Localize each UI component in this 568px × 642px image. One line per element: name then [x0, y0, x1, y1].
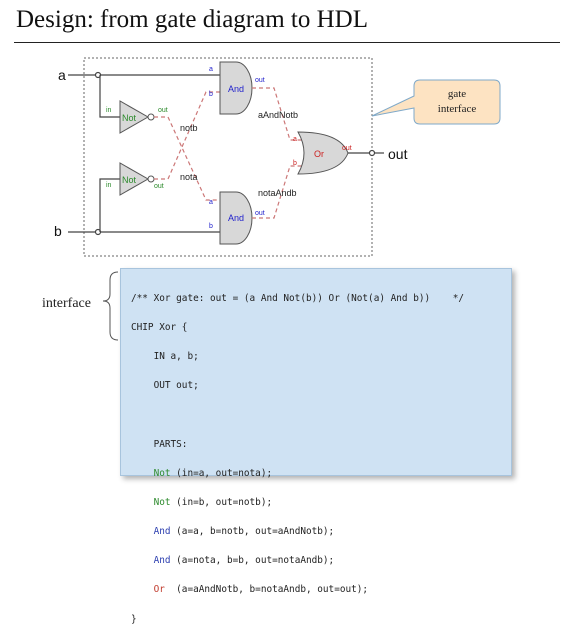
and-gate-top: [219, 61, 253, 115]
and-bottom-pin-out: out: [255, 210, 265, 217]
part-2-keyword: Not: [153, 496, 171, 508]
and-top-pin-out: out: [255, 77, 265, 84]
part-3-args: (a=a, b=notb, out=aAndNotb);: [170, 526, 335, 538]
diagram-frame: [83, 57, 373, 257]
code-out-line: OUT out;: [131, 380, 199, 392]
code-comment: /** Xor gate: out = (a And Not(b)) Or (N…: [131, 292, 465, 304]
part-3-keyword: And: [153, 526, 171, 538]
or-pin-a: a: [293, 136, 297, 143]
wire-nota: [154, 91, 220, 180]
not-gate-top: [119, 100, 150, 134]
wire-aAndNotb: [252, 87, 302, 141]
code-part-2: Not (in=b, out=notb);: [131, 496, 511, 511]
or-gate: [297, 131, 349, 175]
and-top-pin-b: b: [209, 91, 213, 98]
title-underline: [14, 42, 560, 43]
callout-line-1: gate: [448, 88, 466, 100]
wire-aAndNotb-label: aAndNotb: [258, 110, 298, 120]
or-pin-b: b: [293, 160, 297, 167]
and-gate-bottom: [219, 191, 253, 245]
code-part-4: And (a=nota, b=b, out=notaAndb);: [131, 554, 511, 569]
part-4-args: (a=nota, b=b, out=notaAndb);: [170, 555, 335, 567]
and-bottom-pin-a: a: [209, 199, 213, 206]
not-bottom-in-pin: in: [106, 182, 112, 189]
wire-nota-label: nota: [180, 172, 198, 182]
code-close-line: }: [131, 613, 137, 625]
page-title: Design: from gate diagram to HDL: [16, 6, 368, 33]
output-label: out: [388, 146, 408, 162]
code-in-line: IN a, b;: [131, 350, 199, 362]
wire-notb: [154, 116, 220, 201]
not-top-label: Not: [122, 113, 137, 123]
not-top-in-pin: in: [106, 107, 112, 114]
part-4-keyword: And: [153, 555, 171, 567]
and-top-pin-a: a: [209, 66, 213, 73]
part-1-args: (in=a, out=nota);: [170, 467, 273, 479]
part-1-keyword: Not: [153, 467, 171, 479]
interface-label: interface: [42, 296, 91, 311]
code-chip-line: CHIP Xor {: [131, 321, 188, 333]
output-pin: [368, 149, 376, 157]
part-2-args: (in=b, out=notb);: [170, 496, 273, 508]
interface-brace-svg: [102, 271, 119, 341]
code-part-5: Or (a=aAndNotb, b=notaAndb, out=out);: [131, 583, 511, 598]
wire-notaAndb-label: notaAndb: [258, 188, 297, 198]
hdl-code-panel: /** Xor gate: out = (a And Not(b)) Or (N…: [120, 268, 512, 625]
input-a-label: a: [58, 67, 66, 83]
code-blank-line: [131, 408, 511, 423]
gate-diagram: a b Not in out Not in out notb nota And …: [54, 57, 501, 257]
and-top-label: And: [228, 84, 244, 94]
not-bottom-label: Not: [122, 175, 137, 185]
part-5-keyword: Or: [153, 584, 165, 596]
not-top-out-pin: out: [158, 107, 168, 114]
callout-line-2: interface: [438, 103, 477, 115]
wire-notaAndb: [252, 165, 302, 219]
and-bottom-pin-b: b: [209, 223, 213, 230]
code-part-3: And (a=a, b=notb, out=aAndNotb);: [131, 525, 511, 540]
input-b-label: b: [54, 223, 62, 239]
part-5-args: (a=aAndNotb, b=notaAndb, out=out);: [164, 584, 369, 596]
gate-interface-callout: [371, 79, 501, 125]
not-gate-bottom: [119, 162, 150, 196]
wire-notb-label: notb: [180, 123, 198, 133]
and-bottom-label: And: [228, 213, 244, 223]
code-part-1: Not (in=a, out=nota);: [131, 467, 511, 482]
or-label: Or: [314, 149, 324, 159]
not-bottom-out-pin: out: [154, 183, 164, 190]
or-pin-out: out: [342, 145, 352, 152]
code-parts-line: PARTS:: [131, 438, 188, 450]
